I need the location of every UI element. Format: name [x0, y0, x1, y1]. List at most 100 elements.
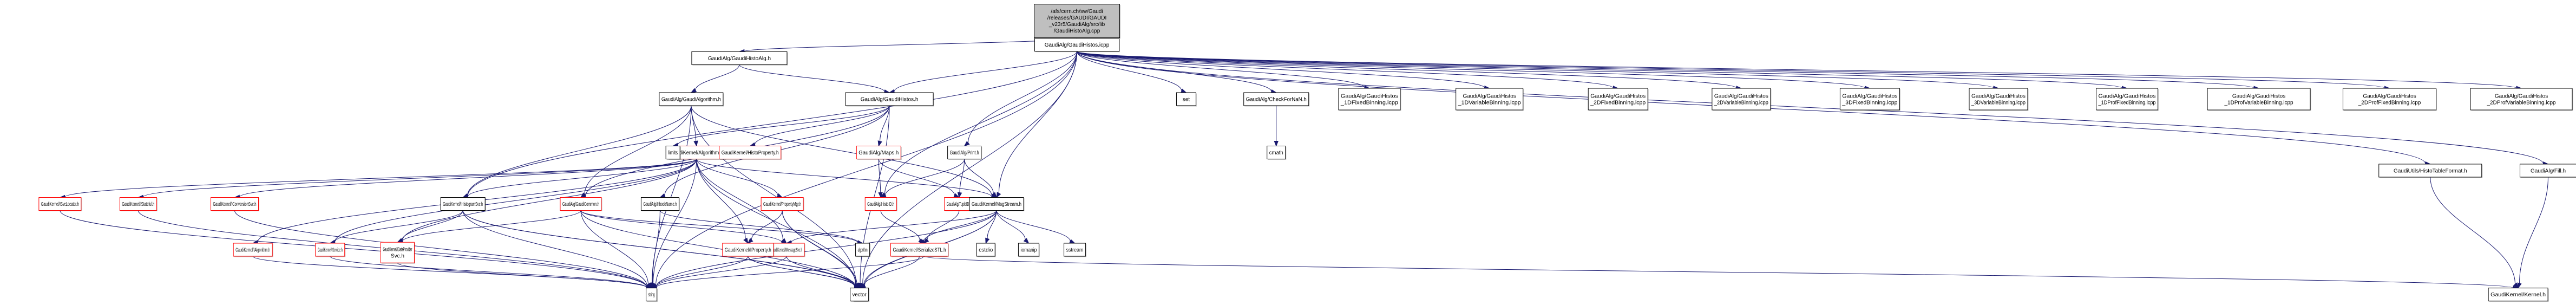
node-isvclocator[interactable]: GaudiKernel/ISvcLocator.h — [38, 197, 82, 212]
arrowhead-icon — [963, 141, 970, 147]
node-hbookname[interactable]: GaudiAlg/HbookName.h — [640, 197, 680, 212]
node-h1dprofvar[interactable]: GaudiAlg/GaudiHistos_1DProfVariableBinni… — [2207, 88, 2311, 111]
arrowhead-icon — [1023, 238, 1030, 244]
node-ihistogramsvc[interactable]: GaudiKernel/IHistogramSvc.h — [440, 197, 486, 212]
edge-line — [60, 210, 647, 288]
node-msgstream[interactable]: GaudiKernel/MsgStream.h — [969, 197, 1025, 212]
node-iservice[interactable]: GaudiKernel/IService.h — [315, 243, 346, 257]
node-box — [1969, 88, 2028, 111]
node-label: GaudiAlg/GaudiHistos — [1463, 93, 1516, 99]
node-h1dproffixed[interactable]: GaudiAlg/GaudiHistos_1DProfFixedBinning.… — [2096, 88, 2159, 111]
edge-gaudialgorithm_h-to-string — [650, 105, 692, 289]
edge-line — [462, 210, 855, 287]
node-cmath[interactable]: cmath — [1267, 146, 1287, 160]
node-histotableformat[interactable]: GaudiUtils/HistoTableFormat.h — [2378, 164, 2483, 178]
edge-line — [923, 256, 2514, 288]
node-maps[interactable]: GaudiAlg/Maps.h — [856, 146, 902, 160]
node-limits[interactable]: limits — [665, 146, 681, 160]
arrowhead-icon — [991, 192, 997, 198]
node-histoalg-h[interactable]: GaudiAlg/GaudiHistoAlg.h — [691, 51, 788, 66]
node-box — [691, 51, 788, 65]
edge-line — [1077, 51, 2544, 164]
edge-line — [696, 159, 856, 285]
node-checkfornan[interactable]: GaudiAlg/CheckForNaN.h — [1243, 92, 1310, 107]
edge-print-to-histoid — [880, 159, 965, 198]
node-label: GaudiAlg/HbookName.h — [643, 202, 677, 207]
node-serializestl[interactable]: GaudiKernel/SerializeSTL.h — [890, 243, 949, 257]
node-gaudicommon[interactable]: GaudiAlg/GaudiCommon.h — [560, 197, 602, 212]
node-iomanip[interactable]: iomanip — [1018, 243, 1040, 257]
node-algorithm-std[interactable]: algorithm — [855, 243, 871, 257]
edge-line — [580, 210, 858, 243]
node-ialgorithm[interactable]: GaudiKernel/IAlgorithm.h — [233, 243, 273, 257]
node-string[interactable]: string — [646, 288, 658, 302]
edge-line — [782, 210, 856, 285]
edge-line — [751, 210, 783, 240]
arrowhead-icon — [650, 282, 654, 289]
node-cstdio[interactable]: cstdio — [976, 243, 996, 257]
edge-ihistogramsvc-to-iservice — [329, 210, 463, 244]
node-label: GaudiUtils/HistoTableFormat.h — [2394, 168, 2467, 174]
node-print[interactable]: GaudiAlg/Print.h — [947, 146, 982, 160]
node-istateful[interactable]: GaudiKernel/IStateful.h — [119, 197, 158, 212]
node-kernel[interactable]: GaudiKernel/Kernel.h — [2488, 288, 2549, 302]
node-h2dvar[interactable]: GaudiAlg/GaudiHistos_2DVariableBinning.i… — [1712, 88, 1772, 111]
node-h2dproffixed[interactable]: GaudiAlg/GaudiHistos_2DProfFixedBinning.… — [2343, 88, 2437, 111]
arrowhead-icon — [743, 237, 749, 244]
edge-histos_icpp-to-h1dprofvar — [1077, 51, 2260, 90]
edge-line — [996, 210, 1071, 242]
arrowhead-icon — [690, 88, 697, 93]
node-histos-icpp[interactable]: GaudiAlg/GaudiHistos.icpp — [1034, 38, 1120, 53]
node-label: GaudiKernel/IDataProvider — [383, 247, 412, 253]
edge-line — [860, 105, 890, 283]
node-h2dfixed[interactable]: GaudiAlg/GaudiHistos_2DFixedBinning.icpp — [1588, 88, 1649, 111]
node-histoid[interactable]: GaudiAlg/HistoID.h — [864, 197, 897, 212]
node-histoproperty[interactable]: GaudiKernel/HistoProperty.h — [719, 146, 782, 160]
edge-line — [467, 105, 692, 196]
node-label: GaudiAlg/GaudiHistos — [1842, 93, 1897, 99]
node-box — [2343, 88, 2437, 111]
edge-histoalg_h-to-histos_h — [739, 64, 890, 94]
node-vector[interactable]: vector — [850, 288, 870, 302]
edge-line — [894, 51, 1077, 92]
node-label: GaudiAlg/Print.h — [950, 150, 979, 156]
edge-line — [696, 159, 778, 196]
node-label: GaudiAlg/GaudiHistos — [1714, 93, 1768, 99]
node-set[interactable]: set — [1176, 92, 1197, 107]
node-label: GaudiKernel/IMessageSvc.h — [771, 247, 802, 253]
node-label: GaudiAlg/HistoID.h — [867, 202, 894, 207]
node-iproperty[interactable]: GaudiKernel/IProperty.h — [722, 243, 775, 257]
node-h2dprofvar[interactable]: GaudiAlg/GaudiHistos_2DProfVariableBinni… — [2470, 88, 2573, 111]
node-imessagesvc[interactable]: GaudiKernel/IMessageSvc.h — [768, 243, 805, 257]
edge-line — [584, 105, 692, 194]
node-iconversionsvc[interactable]: GaudiKernel/IConversionSvc.h — [211, 197, 260, 212]
edge-msgstream-to-sstream — [996, 210, 1076, 244]
edge-gaudicommon-to-string — [580, 210, 652, 289]
node-label: /GaudiHistoAlg.cpp — [1054, 28, 1100, 34]
node-label: cstdio — [979, 247, 993, 253]
node-root[interactable]: /afs/cern.ch/sw/Gaudi/releases/GAUDI/GAU… — [1034, 4, 1121, 39]
node-h3dfixed[interactable]: GaudiAlg/GaudiHistos_3DFixedBinning.icpp — [1839, 88, 1900, 111]
node-h1dfixed[interactable]: GaudiAlg/GaudiHistos_1DFixedBinning.icpp — [1338, 88, 1401, 111]
node-box — [2096, 88, 2159, 111]
node-histos-h[interactable]: GaudiAlg/GaudiHistos.h — [845, 92, 934, 107]
node-h1dvar[interactable]: GaudiAlg/GaudiHistos_1DVariableBinning.i… — [1456, 88, 1524, 111]
node-box — [850, 288, 869, 302]
edge-print-to-tupleid — [957, 159, 965, 198]
arrowhead-icon — [747, 238, 753, 244]
node-box — [1176, 92, 1196, 106]
node-sstream[interactable]: sstream — [1064, 243, 1087, 257]
edge-line — [996, 210, 1026, 240]
node-label: _2DProfFixedBinning.icpp — [2358, 100, 2421, 106]
node-fill[interactable]: GaudiAlg/Fill.h — [2520, 164, 2576, 178]
node-gaudialgorithm-h[interactable]: GaudiAlg/GaudiAlgorithm.h — [659, 92, 724, 107]
node-propertymgr[interactable]: GaudiKernel/PropertyMgr.h — [761, 197, 804, 212]
edge-idataprovider-to-string — [397, 262, 652, 290]
node-box — [719, 146, 782, 159]
node-box — [2378, 164, 2482, 178]
node-h3dvar[interactable]: GaudiAlg/GaudiHistos_3DVariableBinning.i… — [1969, 88, 2029, 111]
edge-line — [467, 159, 697, 197]
edge-iproperty-to-iostream — [748, 256, 861, 289]
node-label: _1DVariableBinning.icpp — [1458, 100, 1522, 106]
